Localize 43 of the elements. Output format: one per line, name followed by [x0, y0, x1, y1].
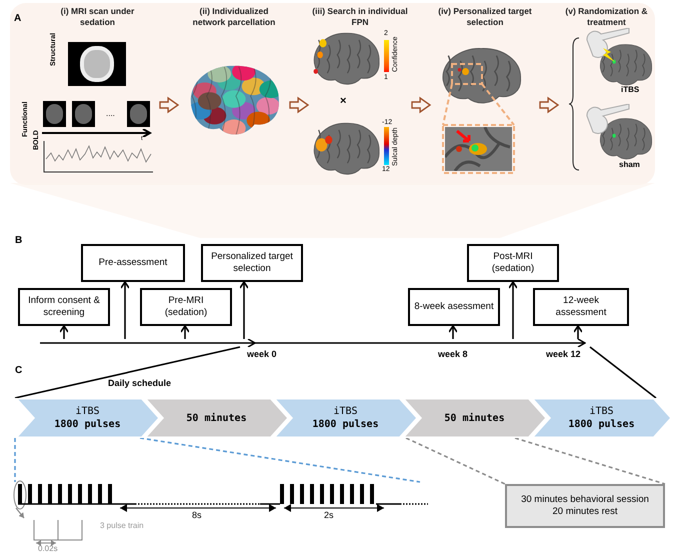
- condition-label: iTBS: [621, 86, 640, 94]
- arrow: [508, 281, 518, 339]
- step-title: (i) MRI scan under sedation: [60, 6, 136, 28]
- week-label: week 12: [546, 350, 581, 359]
- arrow: [120, 281, 130, 339]
- arrow: [448, 325, 458, 339]
- pulse-train-drawing: [15, 482, 430, 506]
- panel-letter: B: [15, 236, 22, 246]
- arrow: [411, 96, 432, 114]
- process-box: Pre-MRI (sedation): [140, 288, 232, 326]
- arrow: [159, 96, 180, 114]
- process-box: 8-week asessment: [408, 288, 500, 326]
- week-label: week 0: [247, 350, 277, 359]
- multiply-sign: ×: [340, 96, 346, 107]
- step-title: (v) Randomization & treatment: [564, 6, 649, 28]
- ellipsis: ....: [106, 110, 115, 118]
- step-title: (iv) Personalized target selection: [437, 6, 533, 28]
- arrow: [180, 325, 190, 339]
- week-label: week 8: [438, 350, 468, 359]
- arrow: [239, 281, 249, 339]
- section-title: Daily schedule: [108, 379, 172, 388]
- process-box: Post-MRI (sedation): [467, 244, 559, 282]
- process-box: Pre-assessment: [81, 244, 185, 282]
- duration-label: 2s: [324, 511, 334, 520]
- arrow: [289, 96, 310, 114]
- process-box: Inform consent & screening: [18, 288, 110, 326]
- step-title: (iii) Search in individual FPN: [311, 6, 409, 28]
- timeline-bar: [40, 339, 586, 347]
- arrow: [405, 437, 666, 485]
- process-box: Personalized target selection: [201, 244, 303, 282]
- note-box: 30 minutes behavioral session 20 minutes rest: [505, 484, 665, 528]
- chevron-step: iTBS 1800 pulses: [15, 398, 160, 438]
- condition-label: sham: [619, 161, 640, 169]
- panel-letter: A: [14, 14, 22, 24]
- arrow: [59, 325, 69, 339]
- duration-label: 0.02s: [38, 545, 58, 553]
- process-box: 12-week assessment: [533, 288, 629, 326]
- step-title: (ii) Individualized network parcellation: [192, 6, 276, 28]
- duration-label: 8s: [192, 511, 202, 520]
- panel-letter: C: [15, 366, 22, 376]
- arrow: [573, 325, 583, 339]
- annotation: 3 pulse train: [100, 522, 144, 530]
- arrow: [539, 96, 560, 114]
